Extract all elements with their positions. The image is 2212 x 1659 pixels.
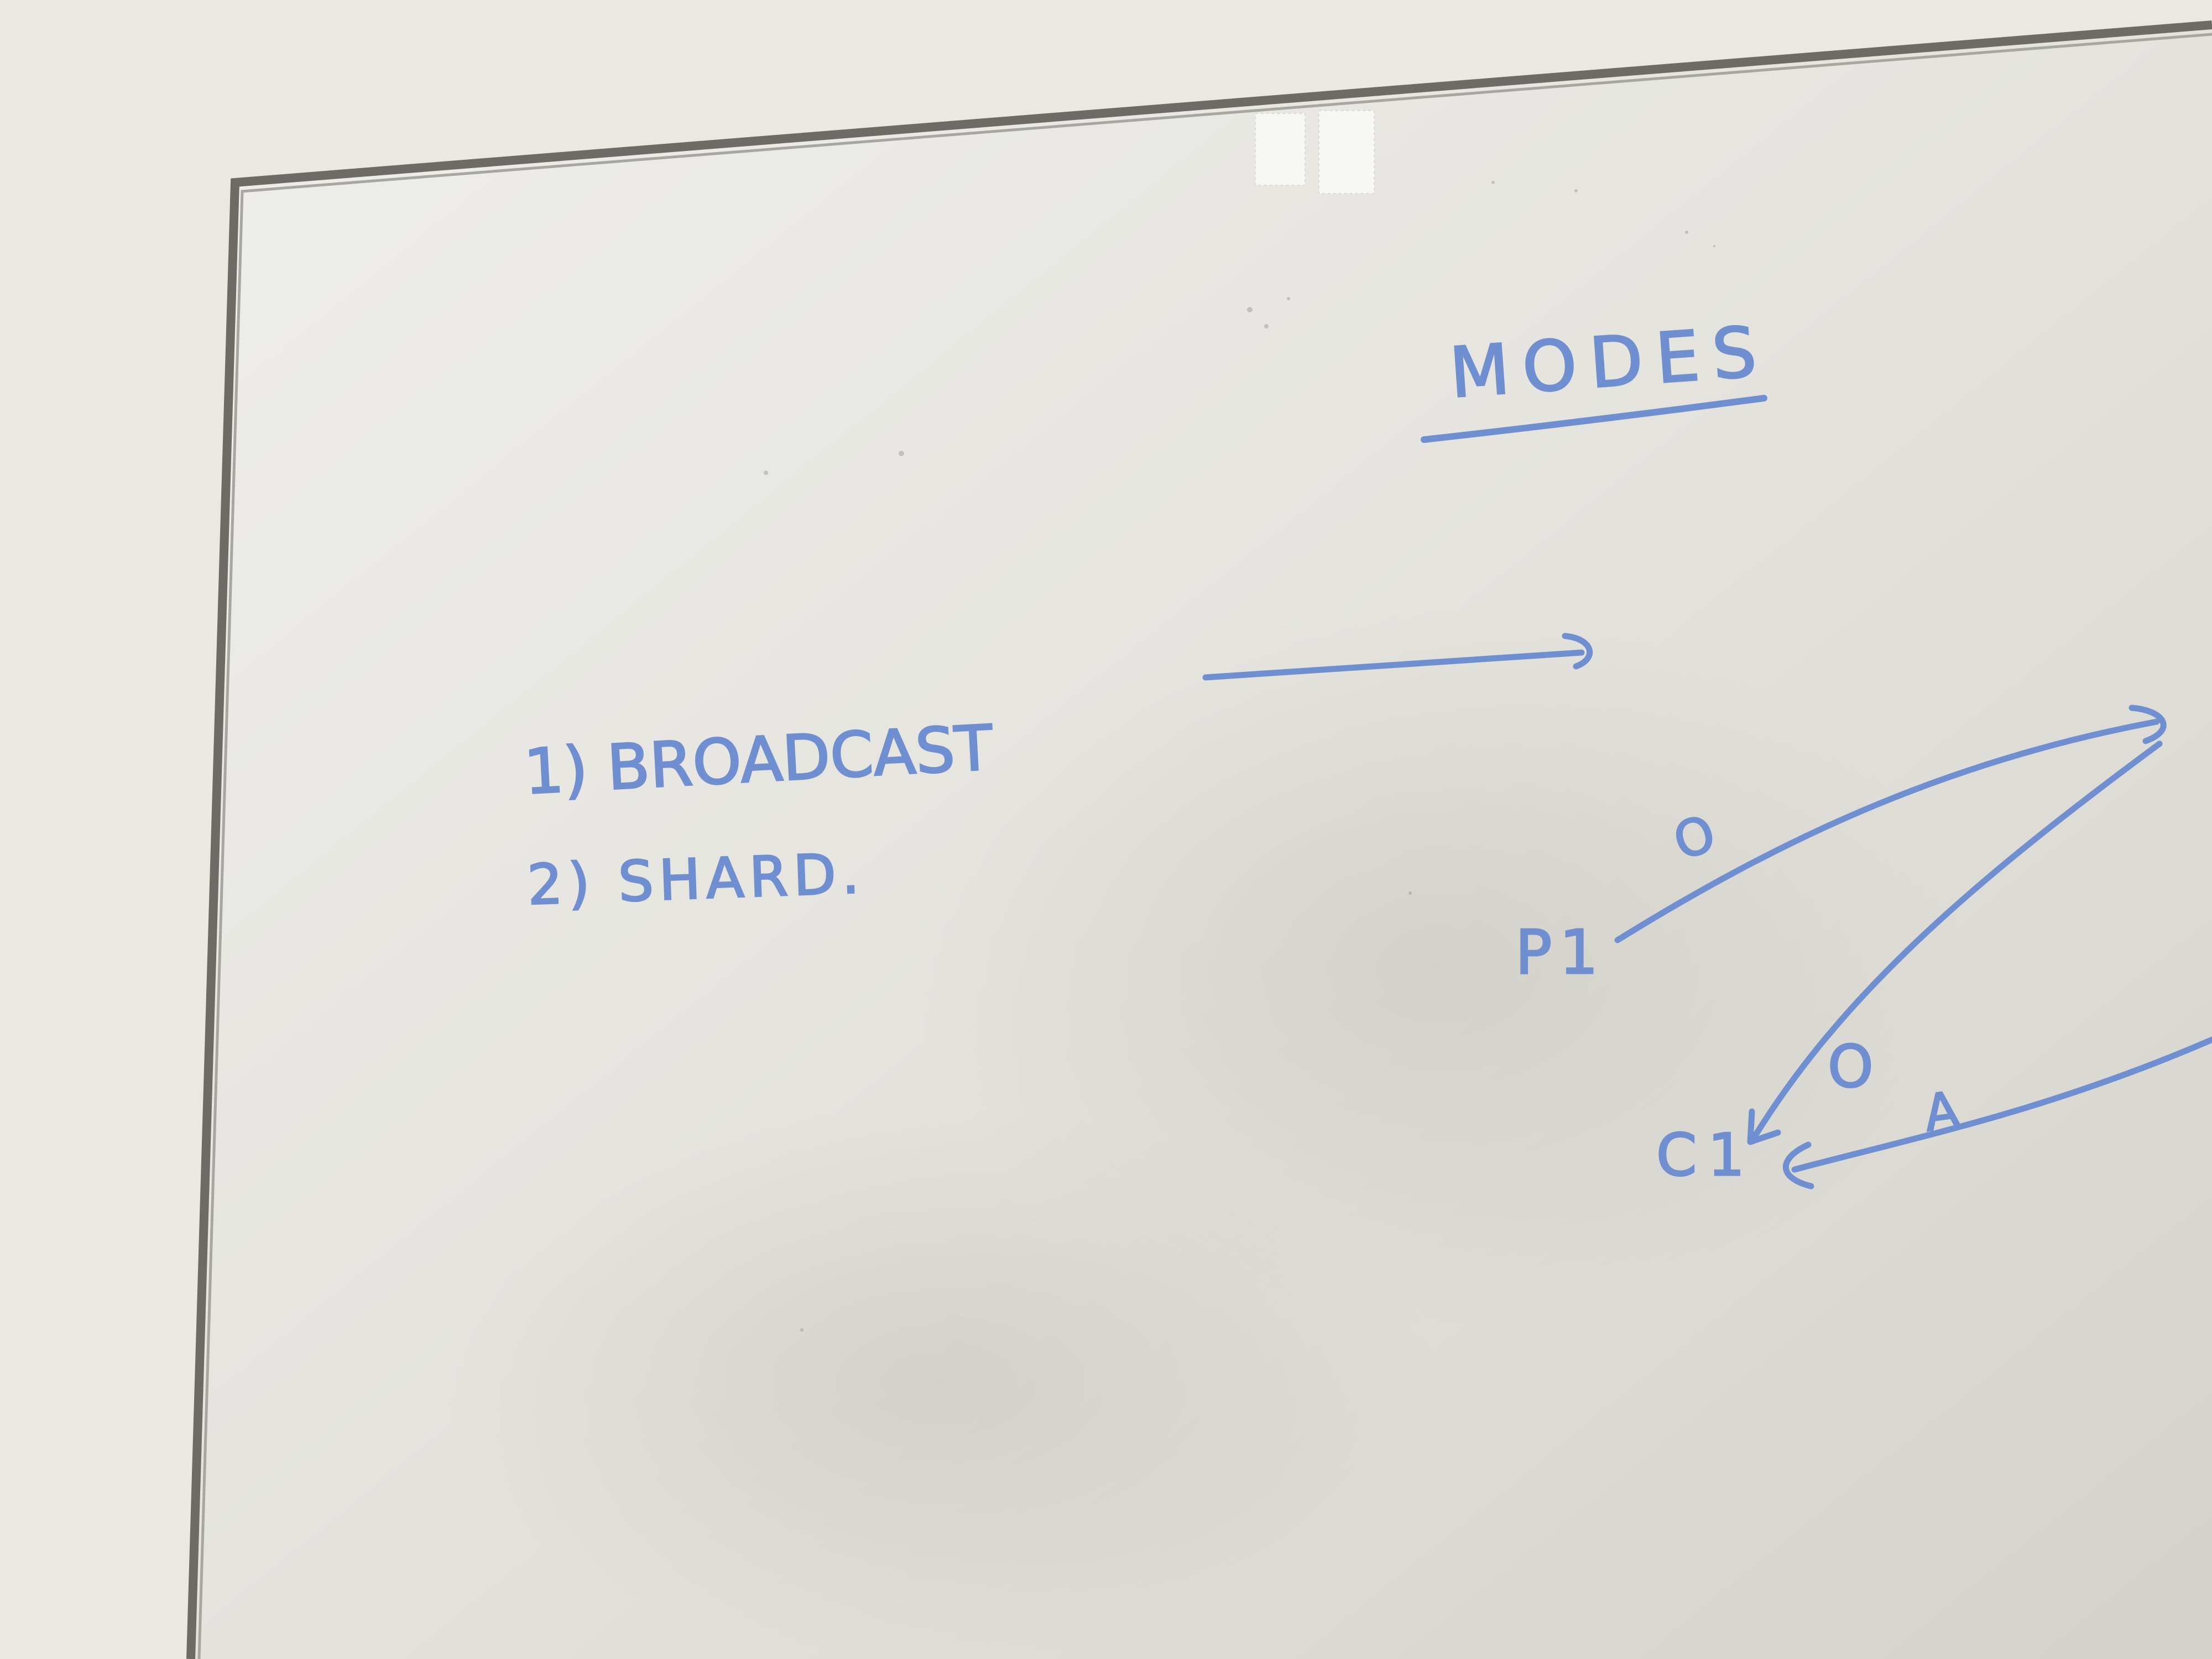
edge-p1-out — [1614, 718, 2160, 943]
light-reflection — [1255, 110, 1375, 194]
list-item-shard: 2) SHARD. — [526, 841, 872, 917]
edge-ack-to-c1 — [1791, 1036, 2212, 1173]
edge-ack-to-c1-arrowhead — [1782, 1141, 1814, 1190]
edge-label-middle: O — [1828, 1033, 1874, 1100]
right-arrow — [1202, 633, 1593, 681]
whiteboard-frame — [186, 20, 2212, 1659]
edge-p1-out-arrowhead — [2128, 705, 2167, 744]
reflection-shadow-lower — [442, 1106, 1438, 1659]
edge-to-c1 — [1750, 740, 2163, 1142]
board-smudges — [764, 181, 1715, 1332]
edge-to-c1-arrowhead — [1747, 1108, 1781, 1145]
whiteboard-frame-inner-edge — [197, 33, 2212, 1659]
heading-underline — [1421, 395, 1767, 443]
